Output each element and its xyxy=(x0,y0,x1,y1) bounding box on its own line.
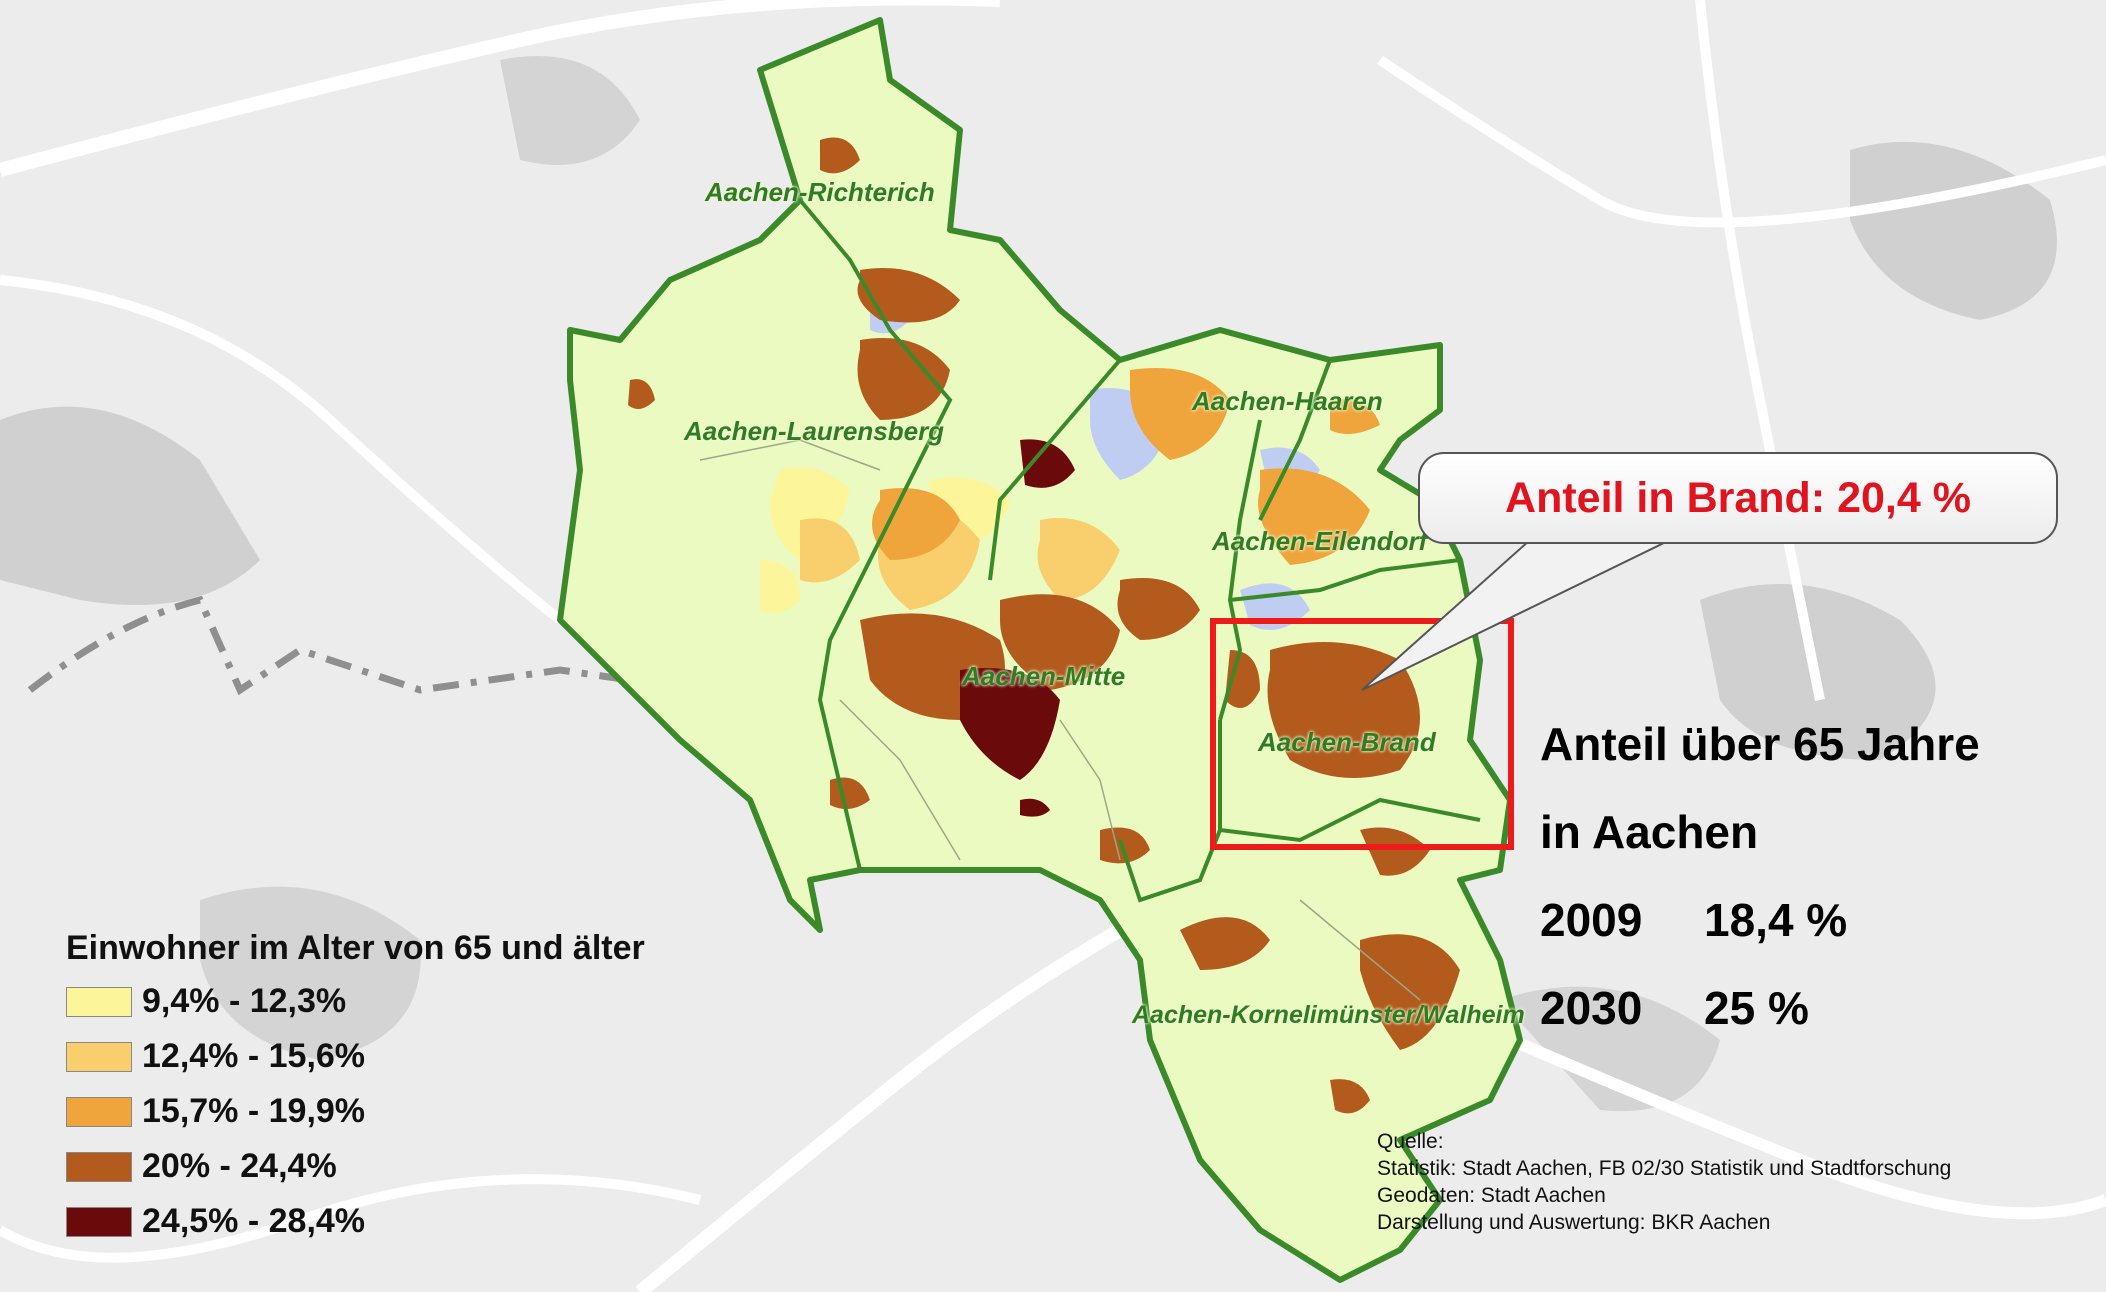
source-heading: Quelle: xyxy=(1377,1130,1444,1153)
source-line: Darstellung und Auswertung: BKR Aachen xyxy=(1377,1211,1771,1234)
callout-text: Anteil in Brand: 20,4 % xyxy=(1505,473,1971,522)
legend-label: 24,5% - 28,4% xyxy=(142,1202,366,1240)
legend-label: 15,7% - 19,9% xyxy=(142,1092,366,1130)
patch-20-24 xyxy=(1100,827,1150,864)
legend-item: 12,4% - 15,6% xyxy=(66,1029,645,1084)
info-row-2030: 2030 25 % xyxy=(1540,964,2100,1052)
district-boundary xyxy=(798,198,953,871)
main-road xyxy=(635,923,1124,1292)
info-heading: Anteil über 65 Jahre xyxy=(1540,718,1980,770)
patch-20-24 xyxy=(1360,827,1430,876)
district-boundary xyxy=(1258,359,1332,521)
legend-swatch xyxy=(66,1151,132,1182)
patch-20-24 xyxy=(1000,594,1120,690)
info-value: 25 % xyxy=(1704,982,1809,1034)
district-label-kornelimuenster: Aachen-Kornelimünster/Walheim xyxy=(1132,1001,1525,1029)
main-road xyxy=(1377,55,2106,228)
legend-label: 20% - 24,4% xyxy=(142,1147,337,1185)
map-legend: Einwohner im Alter von 65 und älter 9,4%… xyxy=(66,922,645,1249)
patch-24-28 xyxy=(1020,798,1050,817)
patch-15-19 xyxy=(1258,468,1370,565)
settlement-area xyxy=(1500,986,1720,1112)
legend-item: 9,4% - 12,3% xyxy=(66,974,645,1029)
settlement-area xyxy=(500,56,640,165)
settlement-area xyxy=(1850,141,2057,320)
info-subheading: in Aachen xyxy=(1540,806,1759,858)
district-label-brand: Aachen-Brand xyxy=(1258,727,1436,757)
patch-9-12 xyxy=(760,560,800,614)
patch-20-24 xyxy=(857,268,960,323)
info-value: 18,4 % xyxy=(1704,894,1848,946)
district-boundary xyxy=(1218,720,1481,843)
subdistrict-line xyxy=(1299,899,1421,1001)
patch-20-24 xyxy=(1117,578,1200,640)
district-boundaries xyxy=(798,198,1481,903)
patch-20-24 xyxy=(1180,917,1270,970)
patch-15-19 xyxy=(1330,399,1380,434)
legend-swatch xyxy=(66,1206,132,1237)
subdistrict-lines xyxy=(699,439,1421,1001)
info-row-2009: 2009 18,4 % xyxy=(1540,876,2100,964)
main-road xyxy=(1695,0,1825,701)
main-road xyxy=(0,0,1000,177)
patch-20-24 xyxy=(820,137,860,174)
source-line: Geodaten: Stadt Aachen xyxy=(1377,1184,1606,1207)
patch-24-28 xyxy=(1020,439,1075,488)
settlement-area xyxy=(0,406,260,605)
main-road xyxy=(0,275,564,624)
subdistrict-line xyxy=(839,699,961,861)
patch-20-24 xyxy=(628,379,655,409)
patch-12-15 xyxy=(1037,518,1120,600)
patch-20-24 xyxy=(1225,650,1260,708)
legend-label: 9,4% - 12,3% xyxy=(142,982,347,1020)
legend-swatch xyxy=(66,986,132,1017)
brand-highlight-frame xyxy=(1210,618,1514,850)
subdistrict-line xyxy=(1059,719,1121,861)
source-credits: Quelle: Statistik: Stadt Aachen, FB 02/3… xyxy=(1377,1128,1951,1236)
patch-20-24 xyxy=(857,338,950,420)
legend-title: Einwohner im Alter von 65 und älter xyxy=(66,929,645,967)
legend-item: 15,7% - 19,9% xyxy=(66,1084,645,1139)
patch-12-15 xyxy=(800,518,860,583)
info-year: 2009 xyxy=(1540,894,1643,946)
subdistrict-line xyxy=(699,439,881,471)
legend-label: 12,4% - 15,6% xyxy=(142,1037,366,1075)
district-label-haaren: Aachen-Haaren xyxy=(1192,386,1383,416)
info-year: 2030 xyxy=(1540,982,1643,1034)
district-label-mitte: Aachen-Mitte xyxy=(962,661,1126,691)
callout-bubble: Anteil in Brand: 20,4 % xyxy=(1418,452,2058,544)
district-boundary xyxy=(988,358,1122,581)
legend-item: 24,5% - 28,4% xyxy=(66,1194,645,1249)
border-line xyxy=(27,595,701,696)
patch-9-12 xyxy=(770,467,850,560)
district-label-richterich: Aachen-Richterich xyxy=(705,177,935,207)
patch-15-19 xyxy=(1130,368,1230,460)
legend-swatch xyxy=(66,1096,132,1127)
source-line: Statistik: Stadt Aachen, FB 02/30 Statis… xyxy=(1377,1157,1952,1180)
district-label-eilendorf: Aachen-Eilendorf xyxy=(1212,526,1428,556)
district-label-laurensberg: Aachen-Laurensberg xyxy=(684,416,945,446)
main-road xyxy=(0,1174,702,1263)
patch-20-24 xyxy=(1330,1079,1370,1114)
district-boundary xyxy=(1118,829,1222,903)
settlement-area xyxy=(200,886,421,1060)
info-panel: Anteil über 65 Jahre in Aachen 2009 18,4 … xyxy=(1540,700,2100,1052)
patch-15-19 xyxy=(872,488,960,560)
legend-swatch xyxy=(66,1041,132,1072)
main-road xyxy=(1417,994,2106,1220)
patch-24-28 xyxy=(960,668,1060,780)
legend-item: 20% - 24,4% xyxy=(66,1139,645,1194)
